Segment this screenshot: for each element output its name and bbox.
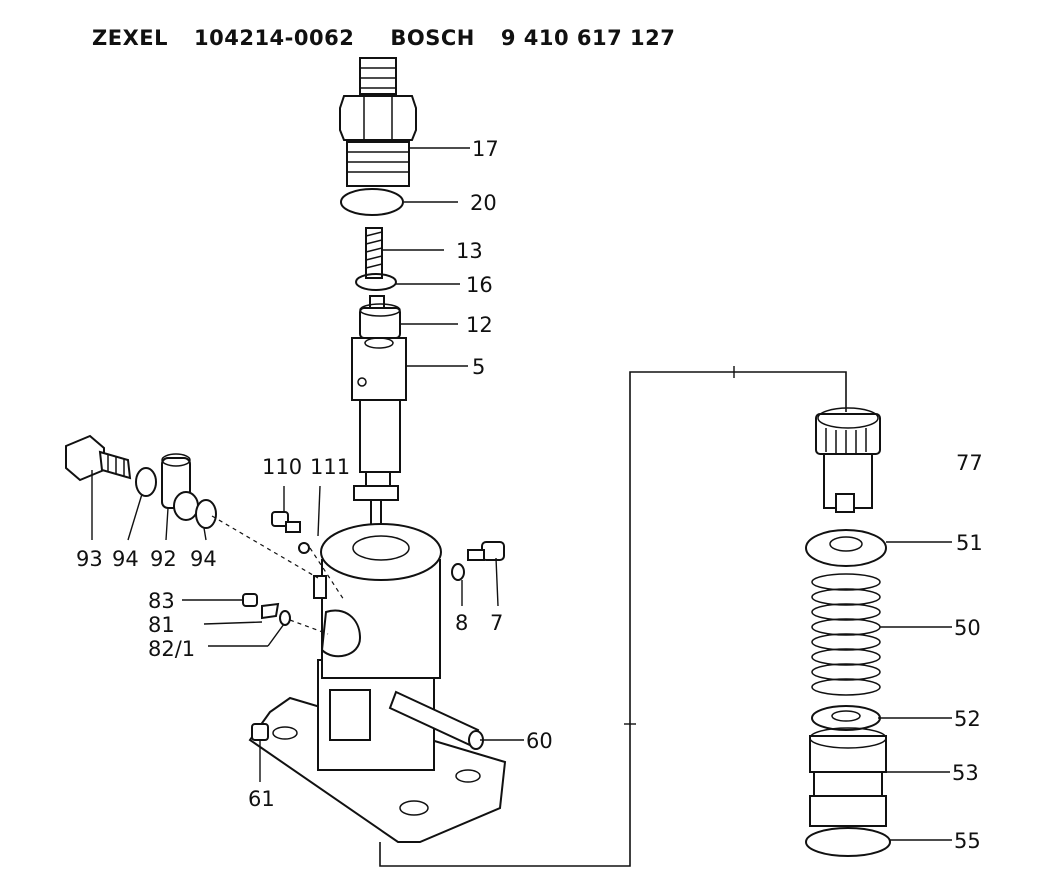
delivery-valve: [359, 295, 401, 339]
callout-77: 77: [956, 451, 983, 475]
callout-8: 8: [455, 611, 468, 635]
control-sleeve: [815, 407, 881, 513]
callout-82-1: 82/1: [148, 637, 195, 661]
callout-53: 53: [952, 761, 979, 785]
callout-83: 83: [148, 589, 175, 613]
callout-55: 55: [954, 829, 981, 853]
banjo-bolt: [65, 434, 132, 482]
callout-52: 52: [954, 707, 981, 731]
callout-50: 50: [954, 616, 981, 640]
plunger-spring: [811, 573, 881, 696]
washer: [135, 467, 157, 497]
callout-94: 94: [190, 547, 217, 571]
callout-111: 111: [310, 455, 350, 479]
snap-ring: [805, 827, 891, 857]
banjo-fitting: [161, 453, 199, 521]
sealing-washer: [298, 542, 310, 554]
sealing-washer: [451, 563, 465, 581]
plug-screw: [467, 541, 505, 561]
tappet: [809, 727, 887, 827]
valve-spring: [365, 227, 383, 279]
callout-20: 20: [470, 191, 497, 215]
brand-zexel: ZEXEL: [92, 26, 168, 50]
delivery-valve-holder: [339, 57, 417, 187]
callout-60: 60: [526, 729, 553, 753]
assembly-bracket-line: [379, 371, 847, 867]
plunger-barrel: [351, 337, 407, 531]
bleed-screw: [271, 511, 301, 533]
washer: [195, 499, 217, 529]
brand-bosch: BOSCH: [390, 26, 475, 50]
callout-110: 110: [262, 455, 302, 479]
screw: [251, 723, 269, 741]
spring-seat: [805, 529, 887, 567]
gasket: [355, 273, 397, 291]
callout-51: 51: [956, 531, 983, 555]
callout-13: 13: [456, 239, 483, 263]
washer: [279, 610, 291, 626]
callout-92: 92: [150, 547, 177, 571]
screw: [242, 593, 258, 607]
part-number-zexel: 104214-0062: [194, 26, 355, 50]
diagram-header: ZEXEL 104214-0062 BOSCH 9 410 617 127: [92, 26, 701, 50]
callout-5: 5: [472, 355, 485, 379]
lower-spring-seat: [811, 705, 881, 731]
callout-81: 81: [148, 613, 175, 637]
callout-94: 94: [112, 547, 139, 571]
callout-7: 7: [490, 611, 503, 635]
pump-housing: [248, 523, 507, 843]
callout-12: 12: [466, 313, 493, 337]
callout-17: 17: [472, 137, 499, 161]
lock-plate: [261, 602, 280, 620]
callout-93: 93: [76, 547, 103, 571]
callout-16: 16: [466, 273, 493, 297]
callout-61: 61: [248, 787, 275, 811]
o-ring: [340, 188, 404, 216]
part-number-bosch: 9 410 617 127: [500, 26, 676, 50]
control-rod: [388, 690, 484, 750]
